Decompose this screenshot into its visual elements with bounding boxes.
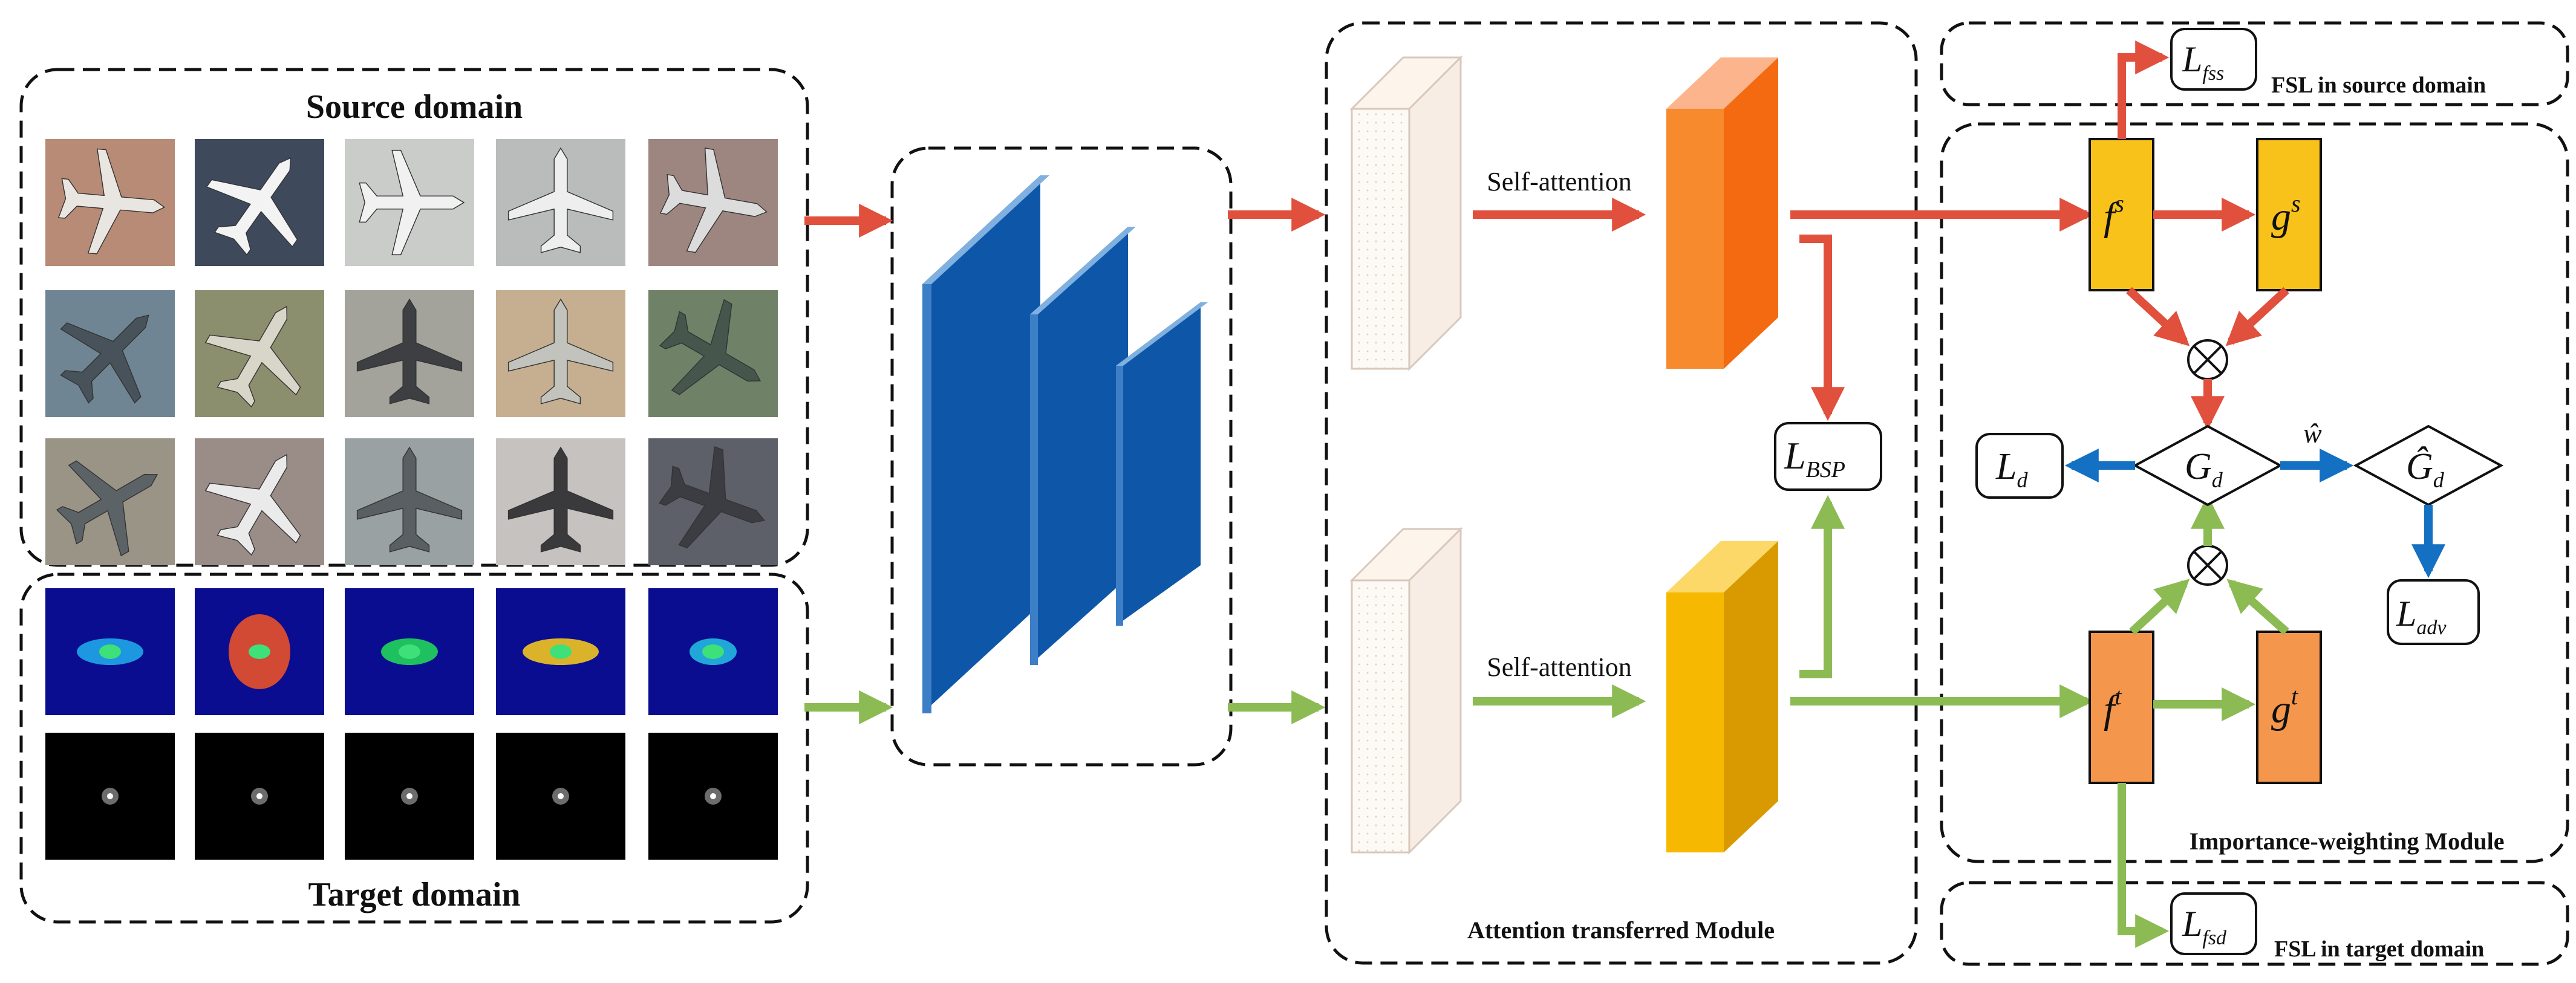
fs-to-mult-top-arrow [2126, 287, 2190, 346]
target-image-grid [45, 588, 778, 860]
airplane-icon [45, 438, 175, 565]
airplane-icon [45, 290, 175, 417]
heatmap-icon [195, 588, 324, 715]
ft-to-mult-bottom-arrow [2129, 579, 2190, 635]
source-attended-feature [1666, 57, 1778, 369]
svg-text:Lfss: Lfss [2182, 39, 2224, 85]
multiply-bottom [2187, 545, 2228, 586]
gt-node: gt [2256, 631, 2322, 784]
backbone-layer-1 [922, 175, 1049, 713]
airplane-icon [648, 438, 778, 565]
airplane-icon [496, 139, 625, 266]
airplane-icon [45, 139, 175, 266]
gs-node: gs [2256, 138, 2322, 291]
heatmap-icon [45, 588, 175, 715]
gd-discriminator: Gd [2132, 424, 2283, 507]
fs-node: fs [2089, 138, 2154, 291]
gd-hat-discriminator: Ĝd [2353, 424, 2504, 507]
svg-text:Lfsd: Lfsd [2182, 904, 2227, 949]
airplane-icon [345, 139, 474, 266]
fsl-source-panel [1940, 21, 2569, 106]
airplane-icon [345, 438, 474, 565]
airplane-icon [345, 290, 474, 417]
source-to-bsp-arrow [1799, 235, 1845, 421]
attention-module-title: Attention transferred Module [1467, 916, 1775, 944]
gs-to-mult-top-arrow [2225, 287, 2289, 346]
target-feature-map-input [1349, 527, 1463, 855]
target-attended-feature [1666, 541, 1778, 852]
l-bsp-loss: LBSP [1774, 422, 1882, 491]
airplane-icon [648, 139, 778, 266]
heatmap-icon [345, 588, 474, 715]
importance-module-title: Importance-weighting Module [2189, 828, 2504, 855]
airplane-icon [195, 139, 324, 266]
self-attention-label-bottom: Self-attention [1487, 652, 1632, 682]
svg-text:LBSP: LBSP [1784, 434, 1845, 482]
fs-to-lfss-arrow [2118, 41, 2170, 139]
backbone-panel [890, 146, 1233, 767]
spectrum-icon [648, 733, 778, 860]
importance-module-panel [1940, 122, 2569, 863]
svg-text:Gd: Gd [2185, 446, 2223, 492]
fsl-source-title: FSL in source domain [2271, 73, 2486, 98]
backbone-layer-2 [1030, 227, 1136, 665]
l-fsd-loss: Lfsd [2170, 892, 2257, 955]
ft-to-lfsd-arrow [2118, 783, 2170, 948]
l-d-loss: Ld [1975, 433, 2064, 499]
svg-text:gt: gt [2271, 683, 2298, 732]
airplane-icon [195, 438, 324, 565]
gt-to-mult-bottom-arrow [2226, 579, 2289, 635]
self-attention-label-top: Self-attention [1487, 167, 1632, 196]
fsl-target-panel [1940, 881, 2569, 966]
source-domain-title: Source domain [306, 88, 523, 126]
ft-node: ft [2089, 631, 2154, 784]
target-domain-title: Target domain [308, 876, 520, 913]
spectrum-icon [45, 733, 175, 860]
airplane-icon [496, 290, 625, 417]
spectrum-icon [345, 733, 474, 860]
l-adv-loss: Ladv [2387, 579, 2480, 645]
source-feature-map-input [1349, 55, 1463, 371]
backbone-layer-3 [1116, 302, 1208, 626]
multiply-top [2187, 339, 2228, 380]
target-domain-panel [19, 573, 809, 924]
airplane-icon [195, 290, 324, 417]
svg-text:gs: gs [2271, 190, 2301, 239]
target-to-bsp-arrow [1799, 495, 1845, 678]
svg-text:Ĝd: Ĝd [2406, 446, 2445, 492]
heatmap-icon [648, 588, 778, 715]
source-image-grid [45, 139, 778, 565]
l-fss-loss: Lfss [2170, 28, 2257, 91]
w-hat-label: ŵ [2303, 418, 2322, 449]
svg-text:Ladv: Ladv [2396, 594, 2447, 639]
svg-text:Ld: Ld [1995, 446, 2028, 492]
spectrum-icon [496, 733, 625, 860]
heatmap-icon [496, 588, 625, 715]
airplane-icon [496, 438, 625, 565]
fsl-target-title: FSL in target domain [2274, 936, 2484, 962]
airplane-icon [648, 290, 778, 417]
attention-module-panel [1325, 21, 1918, 965]
spectrum-icon [195, 733, 324, 860]
